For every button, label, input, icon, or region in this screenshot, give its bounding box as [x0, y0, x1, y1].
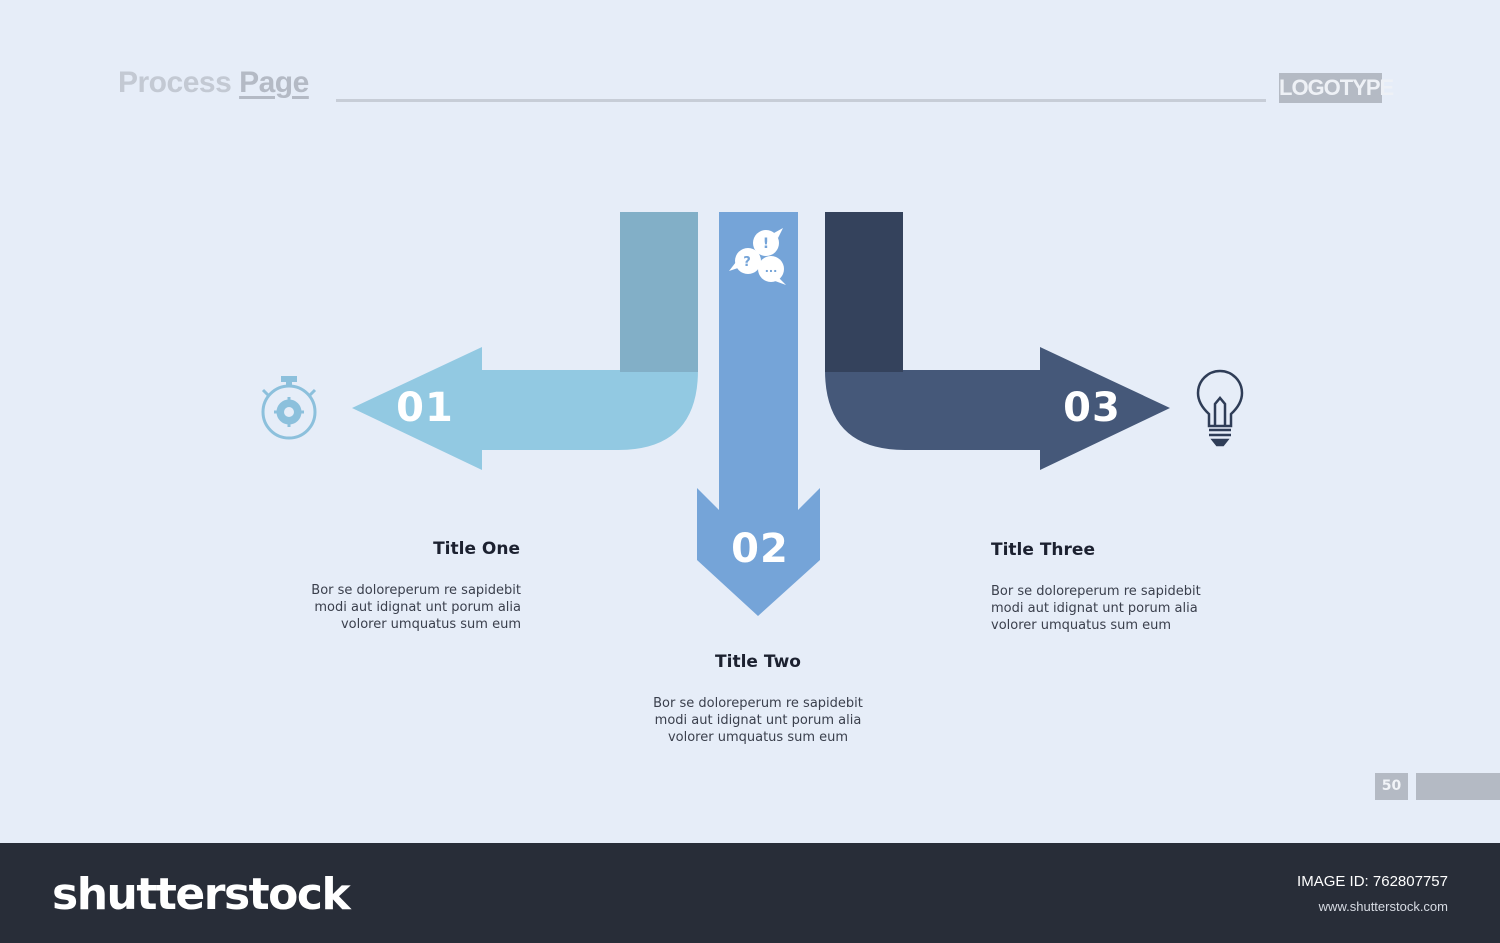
step-01-title: Title One — [433, 539, 520, 559]
arrow-02-shape — [697, 212, 820, 616]
step-03-number: 03 — [1063, 385, 1121, 431]
step-02-number: 02 — [731, 526, 789, 572]
page-number-bar — [1416, 773, 1500, 800]
step-01-description: Bor se doloreperum re sapidebit modi aut… — [311, 583, 521, 632]
footer-image-id: IMAGE ID: 762807757 — [1297, 873, 1448, 890]
page-title-word1: Process — [118, 66, 232, 99]
arrow-03-stem — [825, 212, 903, 372]
arrow-01-stem — [620, 212, 698, 372]
page-number: 50 — [1375, 773, 1408, 800]
arrow-01 — [352, 212, 698, 470]
step-02-title: Title Two — [715, 652, 801, 672]
process-diagram: 01 02 03 ! ? — [261, 212, 1244, 616]
page-title: Process Page — [118, 66, 309, 100]
step-03-description: Bor se doloreperum re sapidebit modi aut… — [991, 584, 1201, 633]
slide: Process Page LOGOTYPE 01 02 03 — [118, 66, 1500, 800]
svg-text:...: ... — [765, 262, 778, 275]
lightbulb-icon — [1196, 369, 1244, 447]
footer-image-id-value: 762807757 — [1372, 873, 1448, 890]
svg-text:?: ? — [743, 255, 751, 270]
footer-site-link[interactable]: www.shutterstock.com — [1318, 899, 1448, 914]
step-01-number: 01 — [396, 385, 454, 431]
speech-bubbles-icon: ! ? ... — [729, 228, 786, 285]
step-02-description: Bor se doloreperum re sapidebit modi aut… — [653, 696, 863, 745]
footer-bar: shutterstock IMAGE ID: 762807757 www.shu… — [0, 843, 1500, 943]
logotype: LOGOTYPE — [1279, 73, 1394, 103]
step-03-title: Title Three — [991, 540, 1095, 560]
arrow-03-head — [825, 347, 1170, 470]
page-title-word2: Page — [239, 66, 309, 99]
svg-text:!: ! — [763, 236, 769, 252]
footer-image-id-label: IMAGE ID: — [1297, 873, 1369, 890]
stopwatch-icon — [261, 376, 317, 440]
footer-brand-logo: shutterstock — [52, 869, 351, 920]
header-divider — [336, 99, 1266, 102]
arrow-03 — [825, 212, 1170, 470]
arrow-02 — [697, 212, 820, 616]
arrow-01-head — [352, 347, 698, 470]
